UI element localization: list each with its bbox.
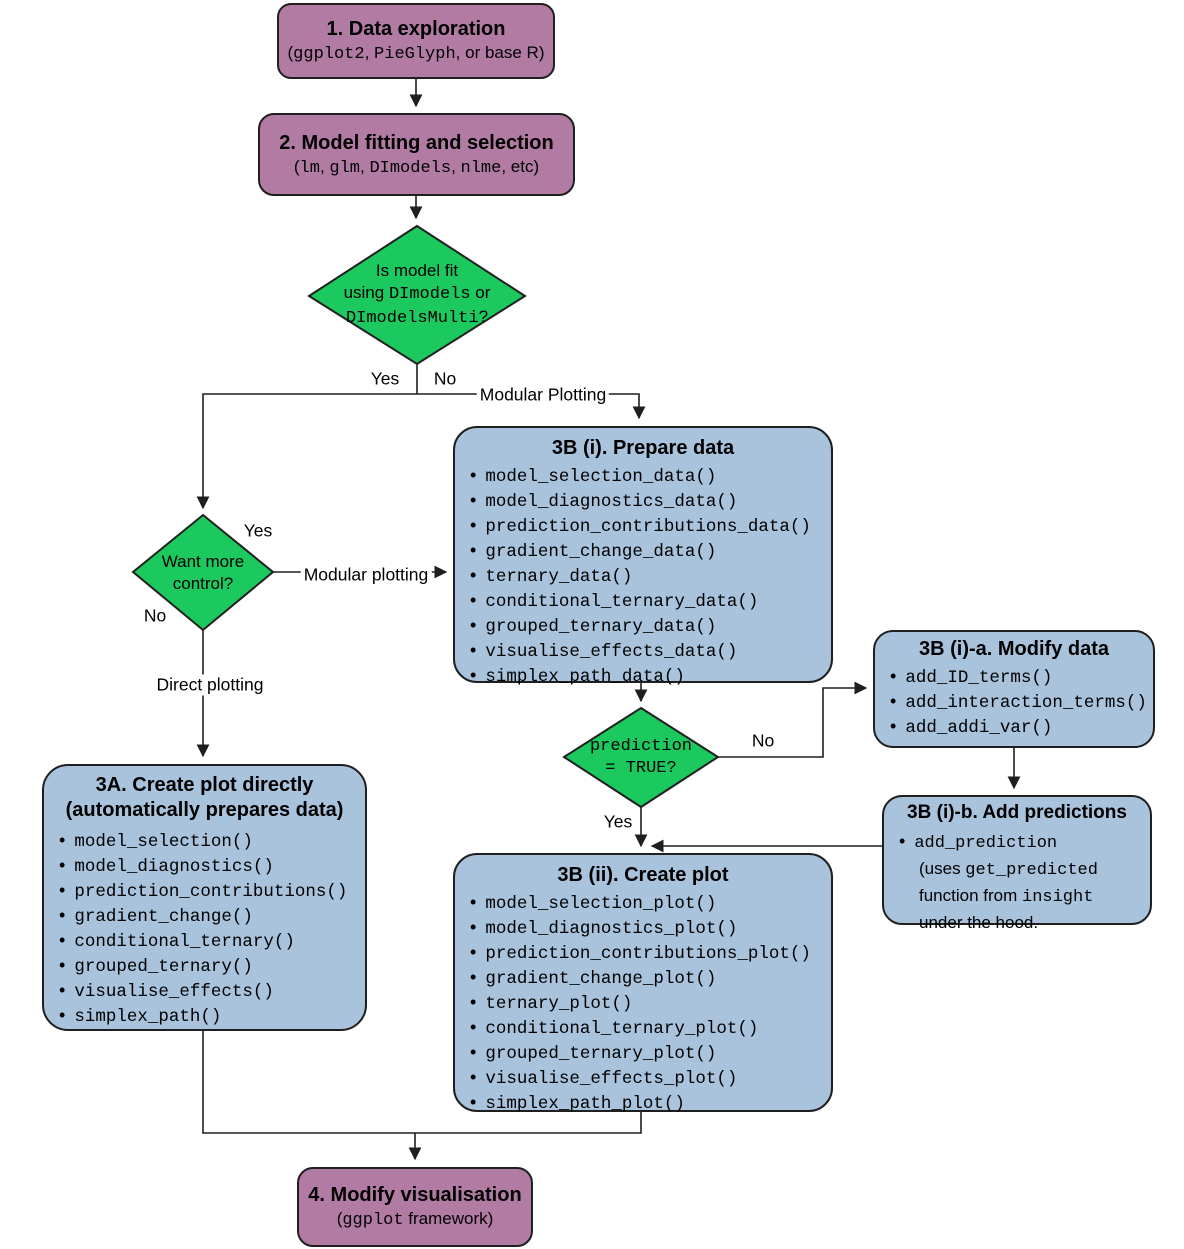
edge-plot-directly-to-merge [202,1031,415,1134]
list-item: add_addi_var() [890,715,1153,740]
list-item: model_diagnostics() [59,854,365,879]
list-item: gradient_change() [59,904,365,929]
decision-prediction-text: prediction = TRUE? [589,736,693,778]
node-title: 3B (i). Prepare data [551,437,735,459]
edge-label-prediction-yes: Yes [603,811,633,832]
node-title: 3B (i)-b. Add predictions [907,802,1127,823]
decision-diamond-fit [307,224,527,366]
edge-label-control-no: No [143,605,167,626]
list-item-continuation: (uses get_predicted [919,859,1098,880]
edge-create-plot-to-merge [415,1112,642,1134]
list-item: ternary_plot() [470,991,831,1016]
function-list: model_selection() model_diagnostics() pr… [44,829,365,1029]
list-item-continuation: under the hood. [919,913,1039,932]
decision-diamond-control [131,513,275,632]
list-item: gradient_change_data() [470,539,831,564]
list-item: add_ID_terms() [890,665,1153,690]
node-add-predictions: 3B (i)-b. Add predictions add_prediction… [882,795,1152,932]
node-title: 4. Modify visualisation [308,1184,522,1206]
list-item: add_interaction_terms() [890,690,1153,715]
node-data-exploration: 1. Data exploration (ggplot2, PieGlyph, … [277,3,555,79]
node-model-fitting: 2. Model fitting and selection (lm, glm,… [258,113,575,196]
node-create-plot: 3B (ii). Create plot model_selection_plo… [453,853,833,1114]
node-title: 2. Model fitting and selection [279,131,554,154]
list-item: grouped_ternary_plot() [470,1041,831,1066]
edge-label-modular-plotting-top: Modular Plotting [476,384,610,406]
list-item: conditional_ternary_plot() [470,1016,831,1041]
list-item: grouped_ternary_data() [470,614,831,639]
list-item: visualise_effects_plot() [470,1066,831,1091]
list-item: model_selection_data() [470,464,831,489]
list-item: ternary_data() [470,564,831,589]
edge-label-modular-plotting: Modular plotting [300,564,432,586]
node-prepare-data: 3B (i). Prepare data model_selection_dat… [453,426,833,687]
list-item-continuation: function from insight [919,886,1094,907]
list-item: model_diagnostics_data() [470,489,831,514]
list-item: simplex_path() [59,1004,365,1029]
function-list: add_ID_terms() add_interaction_terms() a… [875,665,1153,740]
decision-diamond-prediction [562,706,720,809]
decision-fit-text: Is model fit using DImodels or DImodelsM… [343,261,491,328]
node-subtitle: (ggplot framework) [336,1209,494,1230]
list-item: model_selection() [59,829,365,854]
node-title-line2: (automatically prepares data) [65,799,344,821]
edge-yes-to-control-decision [196,393,417,510]
node-modify-visualisation: 4. Modify visualisation (ggplot framewor… [297,1167,533,1247]
function-list: model_selection_data() model_diagnostics… [455,464,831,689]
edge-label-prediction-no: No [751,730,775,751]
list-item: add_prediction [899,829,1150,856]
list-item: prediction_contributions_data() [470,514,831,539]
list-item: visualise_effects() [59,979,365,1004]
list-item: visualise_effects_data() [470,639,831,664]
node-modify-data: 3B (i)-a. Modify data add_ID_terms() add… [873,630,1155,748]
list-item: simplex_path_data() [470,664,831,689]
list-item: prediction_contributions_plot() [470,941,831,966]
node-title: 3B (i)-a. Modify data [918,638,1109,660]
list-item: model_selection_plot() [470,891,831,916]
list-item: conditional_ternary_data() [470,589,831,614]
edge-label-fit-yes: Yes [370,368,400,389]
node-create-plot-directly: 3A. Create plot directly (automatically … [42,764,367,1031]
edge-prediction-no-to-modify-data [718,681,868,758]
node-subtitle: (ggplot2, PieGlyph, or base R) [287,43,545,64]
edge-label-control-yes: Yes [243,520,273,541]
list-item: model_diagnostics_plot() [470,916,831,941]
edge-label-direct-plotting: Direct plotting [153,674,267,696]
function-list: add_prediction (uses get_predicted funct… [884,829,1150,937]
node-title: 1. Data exploration [326,18,506,40]
node-title: 3A. Create plot directly [95,774,314,796]
node-subtitle: (lm, glm, DImodels, nlme, etc) [293,156,540,178]
list-item: prediction_contributions() [59,879,365,904]
list-item: simplex_path_plot() [470,1091,831,1116]
decision-control-text: Want more control? [161,551,245,593]
edge-label-fit-no: No [433,368,457,389]
node-title: 3B (ii). Create plot [557,864,729,886]
list-item: gradient_change_plot() [470,966,831,991]
list-item: conditional_ternary() [59,929,365,954]
function-list: model_selection_plot() model_diagnostics… [455,891,831,1116]
list-item: grouped_ternary() [59,954,365,979]
